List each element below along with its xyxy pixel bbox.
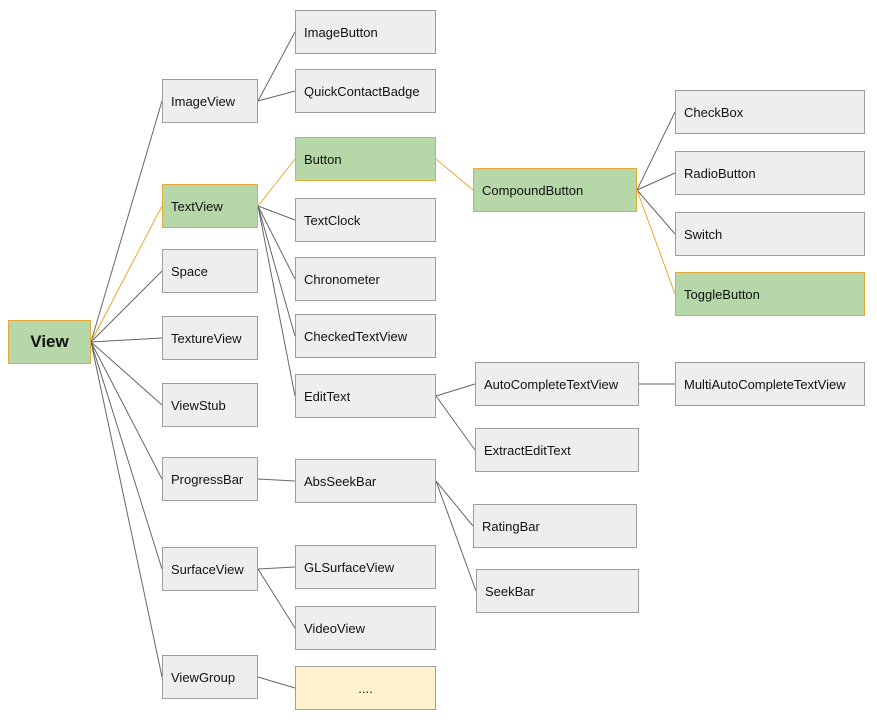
node-glsurfaceview: GLSurfaceView [295,545,436,589]
node-extractedittext: ExtractEditText [475,428,639,472]
node-switch: Switch [675,212,865,256]
node-viewgroup: ViewGroup [162,655,258,699]
edge-view-progressbar [90,341,163,480]
node-compoundbutton: CompoundButton [473,168,637,212]
node-multiautocompletetextview: MultiAutoCompleteTextView [675,362,865,406]
node-button: Button [295,137,436,181]
edge-imageview-imagebutton [257,31,296,102]
node-autocompletetextview: AutoCompleteTextView [475,362,639,406]
edge-progressbar-absseekbar [257,478,296,482]
edge-textview-checkedtextview [257,205,296,337]
node-checkbox: CheckBox [675,90,865,134]
node-chronometer: Chronometer [295,257,436,301]
node-videoview: VideoView [295,606,436,650]
edge-edittext-extractedittext [435,395,476,451]
node-surfaceview: SurfaceView [162,547,258,591]
edge-surfaceview-videoview [257,568,296,629]
edge-view-space [90,270,163,343]
edge-view-viewgroup [90,341,163,678]
node-viewstub: ViewStub [162,383,258,427]
edge-textview-textclock [257,205,296,221]
node-textview: TextView [162,184,258,228]
node-more-placeholder: .... [295,666,436,710]
edge-edittext-autocompletetextview [435,383,476,397]
edge-compoundbutton-checkbox [636,111,676,191]
node-progressbar: ProgressBar [162,457,258,501]
node-textureview: TextureView [162,316,258,360]
node-quickcontactbadge: QuickContactBadge [295,69,436,113]
edge-view-imageview [90,100,163,343]
edge-compoundbutton-switch [636,189,676,235]
edge-button-compoundbutton [435,158,474,191]
edge-compoundbutton-togglebutton [636,189,676,295]
node-view: View [8,320,91,364]
node-radiobutton: RadioButton [675,151,865,195]
edge-view-viewstub [90,341,163,406]
edge-view-textureview [90,337,163,343]
edge-view-surfaceview [90,341,163,570]
edge-textview-button [257,158,296,207]
edge-textview-edittext [257,205,296,397]
edge-textview-chronometer [257,205,296,280]
node-togglebutton: ToggleButton [675,272,865,316]
edge-compoundbutton-radiobutton [636,172,676,191]
node-space: Space [162,249,258,293]
node-checkedtextview: CheckedTextView [295,314,436,358]
edge-surfaceview-glsurfaceview [257,566,296,570]
edge-absseekbar-seekbar [435,480,477,592]
node-ratingbar: RatingBar [473,504,637,548]
node-edittext: EditText [295,374,436,418]
edge-absseekbar-ratingbar [435,480,474,527]
edge-imageview-quickcontactbadge [257,90,296,102]
edge-view-textview [90,205,163,343]
node-textclock: TextClock [295,198,436,242]
node-imageview: ImageView [162,79,258,123]
node-imagebutton: ImageButton [295,10,436,54]
node-absseekbar: AbsSeekBar [295,459,436,503]
node-seekbar: SeekBar [476,569,639,613]
edge-viewgroup-more [257,676,296,689]
